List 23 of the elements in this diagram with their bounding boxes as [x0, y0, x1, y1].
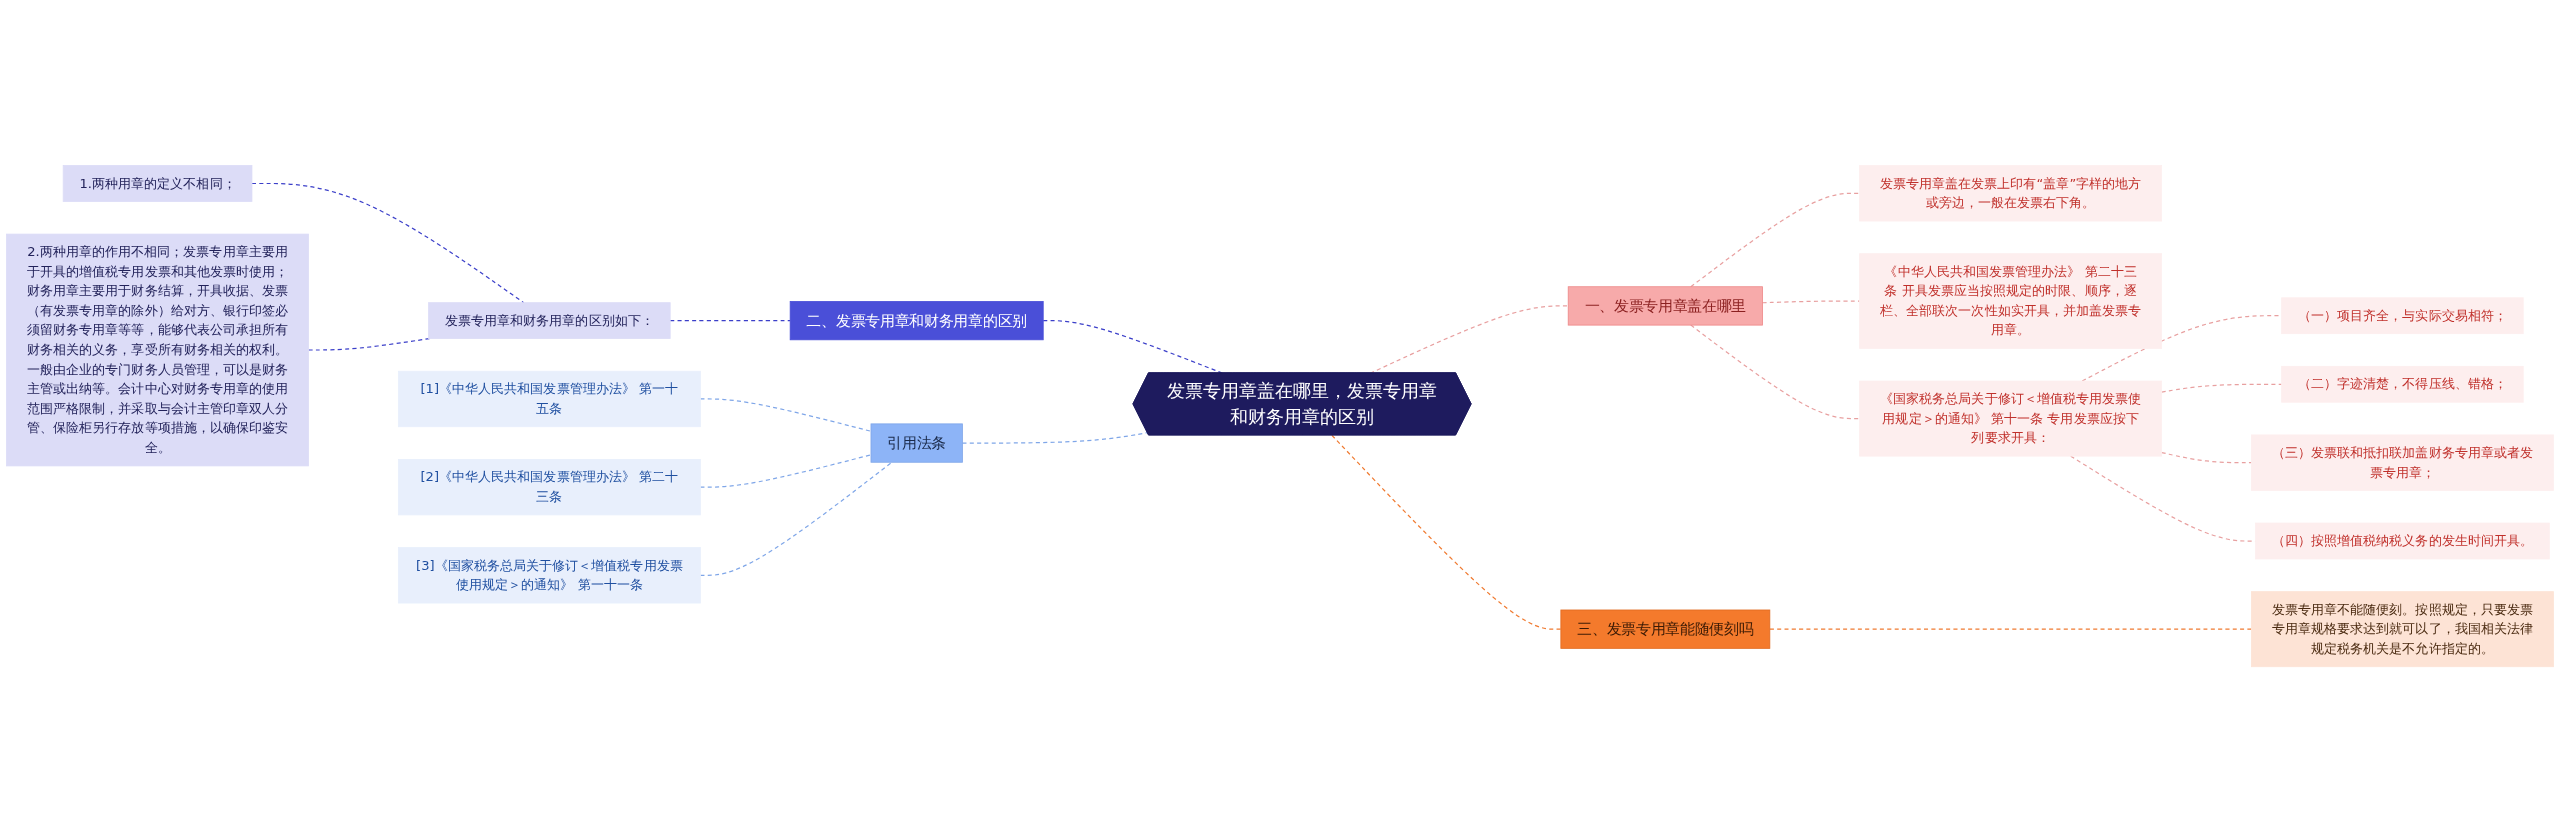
node-box: 二、发票专用章和财务用章的区别 [789, 300, 1044, 341]
node-box: [1]《中华人民共和国发票管理办法》 第一十五条 [397, 370, 701, 428]
node-box: 发票专用章和财务用章的区别如下： [428, 302, 671, 339]
connector [699, 454, 872, 488]
node-box: 1.两种用章的定义不相同； [62, 165, 253, 202]
connector [669, 319, 791, 322]
node-box: （二）字迹清楚，不得压线、错格； [2281, 365, 2524, 403]
node-box: 三、发票专用章能随便刻吗 [1560, 609, 1771, 649]
connector [1769, 628, 2253, 630]
node-box: 发票专用章不能随便刻。按照规定，只要发票专用章规格要求达到就可以了，我国相关法律规定税务机关是不允许指定的。 [2251, 591, 2554, 667]
node-box: 发票专用章盖在发票上印有“盖章”字样的地方或旁边，一般在发票右下角。 [1859, 165, 2163, 222]
connector [961, 431, 1149, 444]
connector [307, 337, 431, 351]
node-box: [2]《中华人民共和国发票管理办法》 第二十三条 [397, 458, 701, 516]
node-box: 《国家税务总局关于修订＜增值税专用发票使用规定＞的通知》 第十一条 专用发票应按下列要求开具： [1859, 380, 2163, 457]
node-box: （三）发票联和抵扣联加盖财务专用章或者发票专用章； [2251, 434, 2554, 491]
node-box: 《中华人民共和国发票管理办法》 第二十三条 开具发票应当按照规定的时限、顺序，逐栏、全部联次一次性如实开具，并加盖发票专用章。 [1859, 253, 2163, 349]
node-box: 2.两种用章的作用不相同；发票专用章主要用于开具的增值税专用发票和其他发票时使用；财务用章主要用于财务结算，开具收据、发票（有发票专用章的除外）给对方、银行印签必须留财务专用章等等，能够代表公司承担所有财务相关的义务，享受所有财务相关的权利。一般由企业的专门财务人员管理，可以是财务主管或出纳等。会计中心对财务专用章的使用范围严格限制，并采取与会计主管印章双人分管、保险柜另行存放等项措施，以确保印鉴安全。 [6, 233, 309, 467]
connector [2161, 383, 2283, 393]
connector [699, 398, 872, 432]
node-box: 引用法条 [870, 423, 963, 463]
node-box: [3]《国家税务总局关于修订＜增值税专用发票使用规定＞的通知》 第一十一条 [397, 547, 701, 604]
node-box: 一、发票专用章盖在哪里 [1567, 286, 1763, 326]
